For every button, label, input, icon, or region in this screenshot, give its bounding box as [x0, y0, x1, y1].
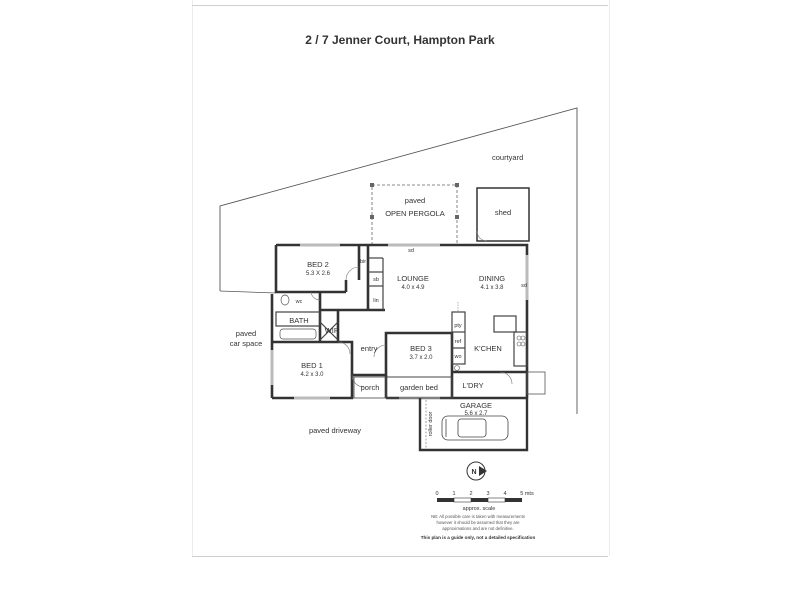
paved-car-label: paved	[236, 329, 256, 338]
sliding-door-label: sd	[408, 248, 414, 254]
plan-title: 2 / 7 Jenner Court, Hampton Park	[305, 33, 495, 47]
bir-label: bir	[360, 259, 366, 265]
bed3-dimensions: 3.7 x 2.0	[409, 355, 433, 361]
disclaimer-line: NB: All possible care is taken with meas…	[431, 514, 525, 519]
wir-label: WIR	[325, 326, 340, 335]
scale-tick: 2	[469, 491, 472, 497]
door-swings	[310, 266, 513, 388]
bed1-label: BED 1	[301, 361, 323, 370]
wall-oven-label: wo	[453, 354, 461, 360]
fridge-label: ref	[455, 339, 462, 345]
pergola-label: OPEN PERGOLA	[385, 209, 445, 218]
shed-door-swing	[476, 230, 488, 242]
site-boundary	[219, 107, 578, 414]
bathtub-icon	[279, 328, 317, 340]
disclaimer-line: approximations and are not definitive.	[442, 526, 513, 531]
cooktop-icon	[516, 335, 526, 347]
porch	[353, 376, 387, 399]
lounge-label: LOUNGE	[397, 274, 429, 283]
scale-tick: 0	[435, 491, 438, 497]
bed1-dimensions: 4.2 x 3.0	[300, 372, 324, 378]
laundry-tub-icon	[454, 365, 460, 371]
plan-sheet	[192, 0, 610, 556]
lin-label: lin	[373, 298, 379, 304]
pergola-post	[455, 183, 459, 187]
scale-caption: approx. scale	[463, 506, 496, 512]
guide-note: This plan is a guide only, not a detaile…	[421, 535, 536, 540]
shed	[476, 187, 530, 242]
pergola-post	[370, 183, 374, 187]
pantry-label: pty	[454, 323, 462, 329]
garage-label: GARAGE	[460, 401, 492, 410]
bed2-label: BED 2	[307, 260, 329, 269]
bath-label: BATH	[289, 316, 308, 325]
side-step	[526, 371, 546, 395]
internal-partitions	[275, 257, 528, 367]
disclaimer-line: however it should be assumed that they a…	[436, 520, 520, 525]
scale-tick: 1	[452, 491, 455, 497]
scale-tick: 4	[503, 491, 506, 497]
shed-label: shed	[495, 208, 511, 217]
bed2-dimensions: 5.3 X 2.6	[306, 271, 331, 277]
sb-label: sb	[373, 277, 379, 283]
top-border	[192, 5, 608, 6]
garage-dimensions: 5.6 x 2.7	[464, 411, 488, 417]
entry-label: entry	[361, 344, 378, 353]
north-label: N	[471, 469, 476, 476]
toilet-icon	[280, 294, 290, 306]
garden-bed-label: garden bed	[400, 383, 438, 392]
laundry-label: L'DRY	[462, 381, 483, 390]
scale-tick: 5 mts	[520, 491, 534, 497]
pergola-post	[370, 215, 374, 219]
lounge-dimensions: 4.0 x 4.9	[401, 285, 425, 291]
bed3-label: BED 3	[410, 344, 432, 353]
paved-driveway-label: paved driveway	[309, 426, 361, 435]
scale-tick: 3	[486, 491, 489, 497]
car-icon	[441, 415, 509, 441]
paved-label: paved	[405, 196, 425, 205]
north-arrow-icon: N	[466, 461, 487, 481]
kitchen-label: K'CHEN	[474, 344, 502, 353]
dining-dimensions: 4.1 x 3.8	[480, 285, 504, 291]
dining-label: DINING	[479, 274, 505, 283]
sliding-door-label-right: sd	[521, 283, 527, 289]
bottom-border	[192, 556, 608, 557]
garage-walls	[418, 398, 529, 452]
site-boundary-left	[219, 290, 277, 294]
porch-label: porch	[361, 383, 380, 392]
roller-door-label: roller door	[428, 411, 434, 436]
car-space-label: car space	[230, 339, 263, 348]
pergola-post	[455, 215, 459, 219]
courtyard-label: courtyard	[492, 153, 523, 162]
wc-label: wc	[295, 299, 303, 305]
scale-bar: 0 1 2 3 4 5 mts approx. scale	[435, 491, 534, 512]
